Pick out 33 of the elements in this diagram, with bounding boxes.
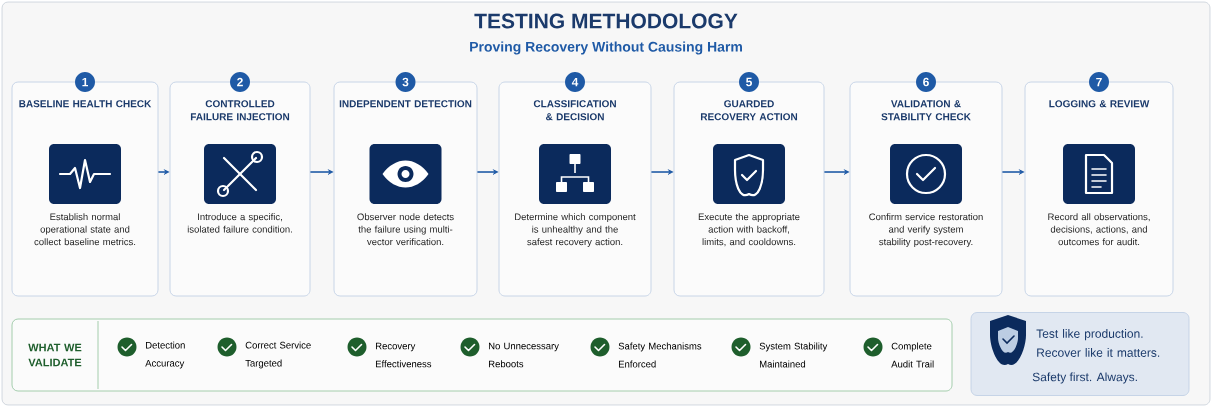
step-heading: GUARDED RECOVERY ACTION — [700, 100, 798, 121]
motto-text: Test like production. Recover like it matters. — [1036, 329, 1160, 357]
validation-item: Detection Accuracy — [145, 341, 185, 369]
step-description: Introduce a specific, isolated failure condition. — [187, 213, 292, 233]
title: TESTING METHODOLOGY — [474, 13, 738, 29]
validation-item: No Unnecessary Reboots — [489, 342, 559, 368]
subtitle: Proving Recovery Without Causing Harm — [470, 41, 742, 55]
motto-tagline: Safety first. Always. — [1032, 372, 1137, 384]
step-description: Establish normal operational state and collect baseline metrics. — [34, 213, 136, 246]
validation-item: System Stability Maintained — [759, 342, 828, 368]
step-heading: LOGGING & REVIEW — [1049, 100, 1150, 108]
step-number-badge: 4 — [565, 72, 585, 92]
step-number-badge: 1 — [75, 72, 95, 92]
step-number-badge: 3 — [395, 72, 416, 92]
step-number-badge: 5 — [739, 72, 759, 92]
step-heading: CONTROLLED FAILURE INJECTION — [190, 100, 290, 121]
step-heading: VALIDATION & STABILITY CHECK — [881, 100, 971, 121]
validation-item: Safety Mechanisms Enforced — [618, 342, 702, 368]
step-description: Observer node detects the failure using multi-vector verification. — [357, 213, 454, 246]
step-description: Determine which component is unhealthy and the safest recovery action. — [515, 213, 636, 248]
step-heading: CLASSIFICATION & DECISION — [533, 100, 616, 121]
step-description: Record all observations, decisions, actions, and outcomes for audit. — [1048, 213, 1150, 246]
step-number-badge: 6 — [916, 72, 936, 92]
validation-item: Recovery Effectiveness — [376, 342, 432, 368]
step-description: Confirm service restoration and verify system stability post-recovery. — [869, 213, 983, 248]
validation-item: Correct Service Targeted — [245, 341, 311, 369]
step-description: Execute the appropriate action with backoff, limits, and cooldowns. — [698, 213, 800, 247]
step-number-badge: 2 — [230, 72, 250, 92]
step-number-badge: 7 — [1089, 72, 1109, 92]
step-heading: INDEPENDENT DETECTION — [339, 100, 472, 108]
step-heading: BASELINE HEALTH CHECK — [19, 100, 152, 108]
validation-item: Complete Audit Trail — [891, 342, 934, 368]
panel-heading: WHAT WE VALIDATE — [28, 343, 82, 367]
